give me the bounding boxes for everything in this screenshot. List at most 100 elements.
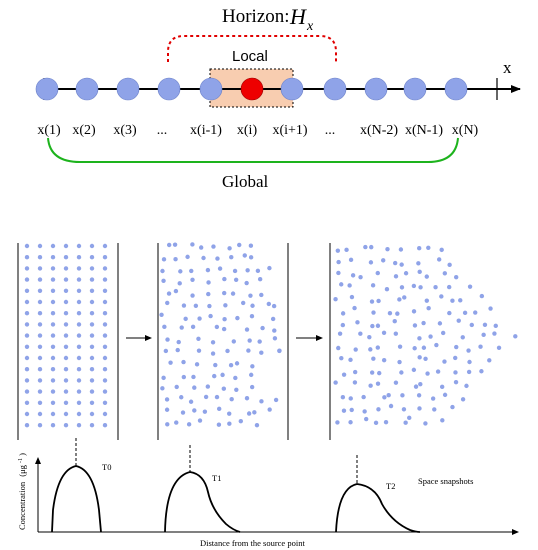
particle (350, 273, 356, 278)
particle (469, 322, 474, 328)
particle (453, 355, 458, 361)
particle (248, 293, 253, 298)
particle (399, 262, 404, 267)
particle (247, 338, 252, 343)
particle (190, 293, 195, 298)
particle (368, 383, 373, 388)
particle (191, 374, 196, 380)
particle (402, 295, 407, 300)
particle (413, 384, 419, 389)
particle (273, 397, 279, 403)
particle (232, 268, 238, 274)
particle (341, 372, 347, 377)
particle (513, 334, 518, 339)
particle (267, 407, 272, 412)
particle (432, 407, 437, 412)
x-axis-label: Distance from the source point (200, 538, 305, 548)
particle (466, 348, 471, 353)
particle (203, 394, 209, 400)
particle (76, 378, 82, 383)
particle (50, 411, 56, 417)
particle (442, 271, 448, 276)
particle (196, 336, 201, 342)
particle (417, 269, 422, 275)
particle (460, 335, 465, 340)
particle (76, 411, 82, 417)
node (35, 77, 59, 101)
particle (102, 355, 108, 361)
particle (89, 277, 95, 282)
particle (456, 318, 461, 323)
particle (369, 244, 374, 250)
particle (246, 411, 252, 416)
particle (37, 344, 43, 349)
particle (424, 298, 430, 303)
particle (464, 383, 469, 389)
particle (266, 301, 272, 307)
particle (228, 363, 234, 368)
particle (76, 243, 82, 249)
particle (178, 269, 183, 274)
particle (395, 311, 400, 316)
particle (369, 299, 375, 304)
particle (227, 421, 232, 426)
particle (340, 322, 346, 328)
particle (161, 375, 166, 381)
horizon-subscript: x (306, 19, 314, 34)
particle (393, 380, 399, 385)
particle (235, 315, 240, 321)
particle (89, 367, 95, 372)
particle (198, 245, 204, 250)
particle (76, 311, 82, 316)
particle (371, 356, 376, 361)
particle (439, 247, 444, 253)
particle (382, 395, 387, 400)
particle (240, 300, 246, 306)
particle (37, 355, 43, 361)
node-label: x(3) (113, 123, 137, 138)
particle (192, 385, 197, 390)
particle (442, 392, 448, 398)
particle (418, 285, 423, 290)
curve-t0 (51, 465, 102, 533)
particle (246, 348, 251, 353)
particle (222, 276, 227, 282)
particle (186, 422, 192, 427)
particle (349, 407, 354, 413)
particle (89, 255, 95, 260)
particle (174, 384, 179, 390)
particle (24, 378, 30, 383)
particle (76, 389, 82, 394)
particle (37, 288, 43, 293)
particle (245, 268, 250, 273)
particle (238, 418, 244, 424)
particle (192, 408, 197, 413)
panel3-particles (333, 244, 518, 426)
particle (214, 394, 220, 400)
particle (433, 285, 438, 290)
particle (63, 355, 69, 361)
particle (24, 243, 30, 249)
particle (89, 333, 95, 338)
particle (386, 392, 391, 398)
particle (370, 283, 376, 288)
particle (102, 423, 108, 428)
particle (267, 265, 272, 271)
particle (361, 394, 366, 400)
particle (193, 303, 199, 308)
particle (50, 389, 56, 394)
particle (63, 322, 69, 327)
particle (76, 299, 82, 305)
particle (37, 423, 43, 428)
particle (76, 400, 82, 405)
particle (446, 284, 452, 290)
particle (102, 389, 108, 394)
particle (160, 268, 165, 274)
particle (227, 246, 232, 251)
particle (375, 345, 380, 350)
particle (439, 294, 444, 299)
particle (388, 403, 394, 409)
particle (211, 244, 216, 249)
particle (222, 317, 227, 322)
particle (336, 259, 341, 265)
